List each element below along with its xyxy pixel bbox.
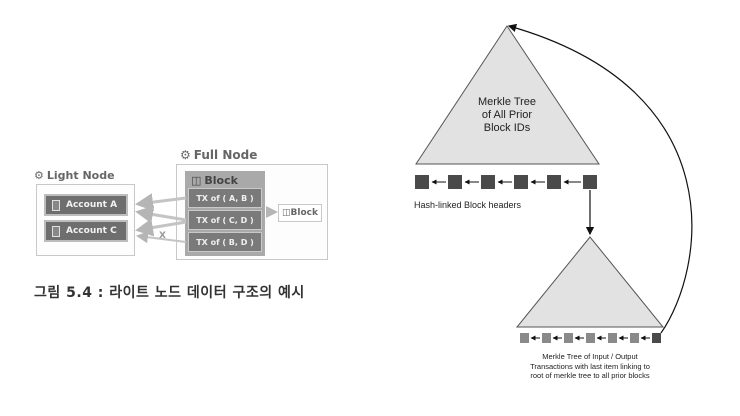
arrow-tx-bd-blocked xyxy=(136,231,187,244)
tx-item xyxy=(564,333,573,343)
top-tree-label-line: Merkle Tree xyxy=(477,96,537,108)
side-block-label: Block xyxy=(290,208,318,218)
account-icon xyxy=(52,199,60,211)
blocked-marker: X xyxy=(159,231,166,241)
light-node-icon: ⚙ xyxy=(34,169,44,182)
header-block xyxy=(448,175,462,189)
bottom-tree-label-line: root of merkle tree to all prior blocks xyxy=(530,371,650,380)
account-c-label: Account C xyxy=(66,226,117,236)
bottom-merkle-triangle xyxy=(515,236,665,328)
header-block xyxy=(583,175,597,189)
tx-item xyxy=(630,333,639,343)
account-a-box: Account A xyxy=(44,194,128,216)
header-block xyxy=(415,175,429,189)
tx-item xyxy=(608,333,617,343)
bottom-tree-label-line: Transactions with last item linking to xyxy=(530,361,650,371)
account-c-box: Account C xyxy=(44,220,128,242)
block-icon: ◫ xyxy=(191,174,202,187)
account-icon xyxy=(52,225,60,237)
tx-ab: TX of ( A, B ) xyxy=(188,188,262,208)
full-node-icon: ⚙ xyxy=(180,148,191,162)
arrow-tx-cd-to-account-a xyxy=(135,205,187,224)
light-node-title-text: Light Node xyxy=(46,169,115,182)
tx-item xyxy=(586,333,595,343)
full-node-title: ⚙ Full Node xyxy=(180,148,257,162)
header-block xyxy=(547,175,561,189)
bottom-tree-label: Merkle Tree of Input / Output Transactio… xyxy=(510,352,670,381)
side-block-icon: ◫ xyxy=(282,208,291,218)
tx-ab-label: TX of ( A, B ) xyxy=(196,194,254,203)
tx-item xyxy=(520,333,529,343)
tx-bd-label: TX of ( B, D ) xyxy=(196,238,254,247)
arrow-tx-ab-to-account-a xyxy=(135,193,187,212)
block-title: ◫ Block xyxy=(191,174,238,187)
tx-item xyxy=(542,333,551,343)
arrow-tx-cd-to-account-c xyxy=(135,218,187,237)
tx-cd: TX of ( C, D ) xyxy=(188,210,262,230)
top-tree-label-line: of All Prior xyxy=(481,109,533,121)
header-block xyxy=(481,175,495,189)
tx-bd: TX of ( B, D ) xyxy=(188,232,262,252)
header-block xyxy=(514,175,528,189)
tx-item-chain xyxy=(520,333,661,343)
tx-item-last xyxy=(652,333,661,343)
root-link-curve-arrow xyxy=(507,23,693,334)
header-chain-label: Hash-linked Block headers xyxy=(414,200,522,210)
top-tree-label-line: Block IDs xyxy=(483,122,531,134)
top-merkle-triangle xyxy=(415,25,600,165)
tx-cd-label: TX of ( C, D ) xyxy=(196,216,254,225)
side-block: ◫Block xyxy=(278,204,322,222)
full-node-title-text: Full Node xyxy=(193,148,258,162)
bottom-tree-label-line: Merkle Tree of Input / Output xyxy=(542,352,638,361)
figure-caption: 그림 5.4 : 라이트 노드 데이터 구조의 예시 xyxy=(34,285,305,301)
light-node-title: ⚙ Light Node xyxy=(34,169,115,182)
header-chain xyxy=(415,175,597,189)
top-tree-label: Merkle Tree of All Prior Block IDs xyxy=(457,96,557,135)
block-title-text: Block xyxy=(204,174,238,187)
account-a-label: Account A xyxy=(66,200,118,210)
